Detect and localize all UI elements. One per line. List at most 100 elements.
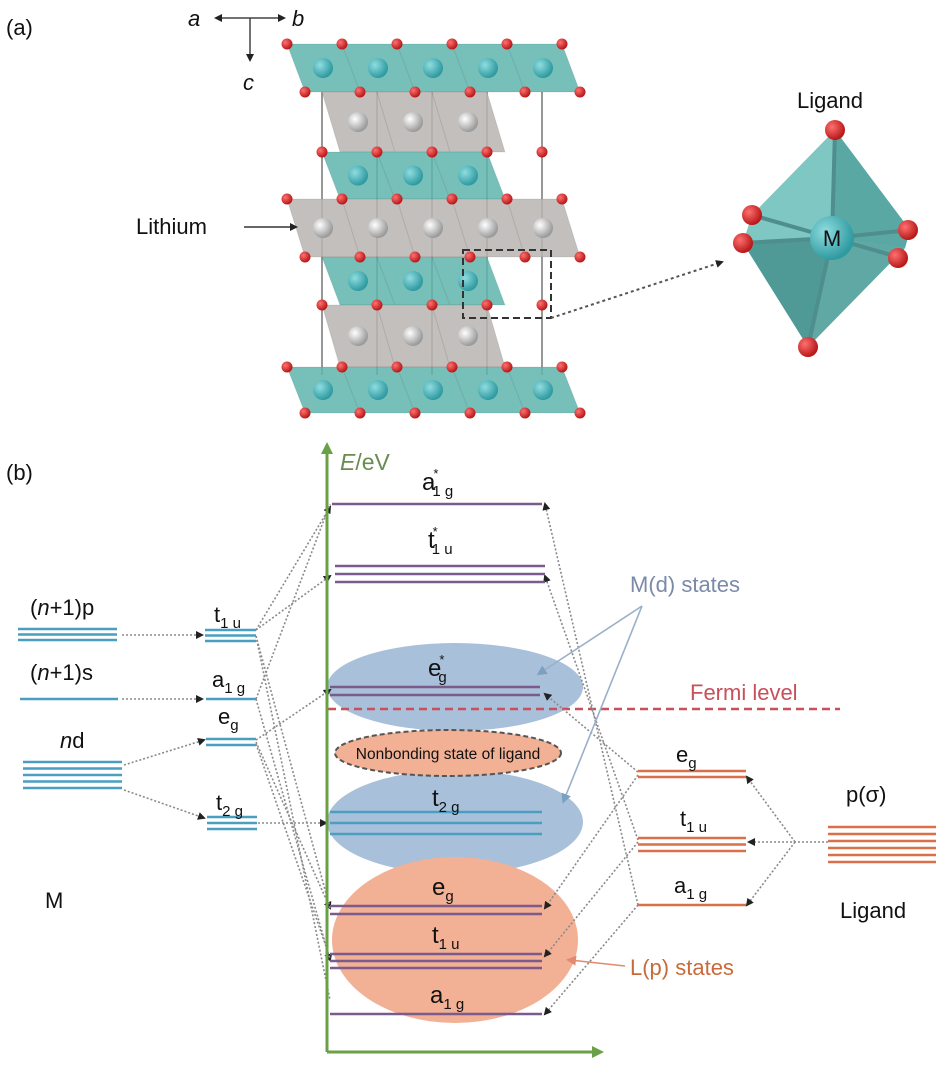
oxygen-atom <box>574 407 586 419</box>
orbital-connectors <box>122 502 828 1016</box>
lithium-atom <box>423 218 443 238</box>
mo-label-a1g-star: a*1 g <box>422 466 453 500</box>
lithium-atom <box>458 112 478 132</box>
octahedron-ligand-label: Ligand <box>797 88 863 113</box>
md-callout-arrow <box>561 605 643 804</box>
metal-label: M <box>45 888 63 913</box>
ligand-a1g-label: a1 g <box>674 873 707 903</box>
metal-a1g-label: a1 g <box>212 667 245 697</box>
oxygen-atom <box>391 361 403 373</box>
orbital-connector <box>255 741 332 910</box>
energy-axis-unit: /eV <box>355 449 390 475</box>
octahedron-face <box>832 130 910 248</box>
mo-label-eg: eg <box>432 874 454 905</box>
metal-t2g-label: t2 g <box>216 790 243 820</box>
oxygen-atom <box>501 361 513 373</box>
oxygen-atom <box>281 193 293 205</box>
oxygen-atom <box>299 86 311 98</box>
transition-metal-atom <box>368 380 388 400</box>
energy-axis-label: E/eV <box>340 449 391 475</box>
energy-axis-symbol: E <box>340 449 356 475</box>
ligand-t1u-label: t1 u <box>680 806 707 836</box>
ligand-atom <box>733 233 753 253</box>
nonbonding-label: Nonbonding state of ligand <box>356 746 540 763</box>
transition-metal-atom <box>423 380 443 400</box>
lithium-atom <box>478 218 498 238</box>
octahedron-face <box>743 238 832 347</box>
oxygen-atom <box>281 361 293 373</box>
oxygen-atom <box>354 407 366 419</box>
transition-metal-atom <box>533 58 553 78</box>
oxygen-atom <box>336 193 348 205</box>
lithium-atom <box>348 326 368 346</box>
orbital-connector <box>543 774 639 910</box>
lithium-atom <box>458 326 478 346</box>
oxygen-atom <box>316 146 328 158</box>
axis-b-label: b <box>292 6 304 31</box>
mo-label-t1u: t1 u <box>432 922 460 953</box>
mo-label-t2g: t2 g <box>432 785 460 816</box>
orbital-connector <box>255 635 331 909</box>
ligand-p-sigma-label: p(σ) <box>846 782 886 807</box>
oxygen-atom <box>501 38 513 50</box>
axis-c-label: c <box>243 70 254 95</box>
lp-states-label: L(p) states <box>630 955 734 980</box>
transition-metal-atom <box>368 58 388 78</box>
orbital-connector <box>255 503 331 700</box>
orbital-connector <box>255 635 331 1001</box>
np1-p-label: (n+1)p <box>30 595 94 620</box>
orbital-connector <box>543 574 639 841</box>
oxygen-atom <box>536 299 548 311</box>
oxygen-atom <box>481 146 493 158</box>
orbital-connector <box>255 743 331 959</box>
panel-b: (b) Nonbonding state of ligand Fermi lev… <box>6 442 936 1058</box>
nd-label: nd <box>60 728 85 753</box>
nonbonding-region <box>334 729 562 777</box>
orbital-connector <box>123 789 206 820</box>
crystal-axes-indicator: a b c <box>188 6 304 95</box>
oxygen-atom <box>426 299 438 311</box>
oxygen-atom <box>519 86 531 98</box>
md-callout-arrow <box>536 605 643 676</box>
panel-b-label: (b) <box>6 460 33 485</box>
lithium-atom <box>533 218 553 238</box>
oxygen-atom <box>464 86 476 98</box>
transition-metal-atom <box>403 165 423 186</box>
ligand-atom <box>742 205 762 225</box>
lithium-atom <box>403 326 423 346</box>
metal-eg-label: eg <box>218 704 239 734</box>
ligand-eg-label: eg <box>676 742 697 772</box>
oxygen-atom <box>574 251 586 263</box>
ligand-atom <box>798 337 818 357</box>
oxygen-atom <box>556 193 568 205</box>
orbital-connector <box>745 841 796 907</box>
lp-callout-arrow <box>566 955 626 967</box>
mo-label-a1g: a1 g <box>430 982 464 1013</box>
lithium-atom <box>368 218 388 238</box>
oxygen-atom <box>409 251 421 263</box>
axis-a-label: a <box>188 6 200 31</box>
oxygen-atom <box>446 361 458 373</box>
md-states-label: M(d) states <box>630 572 740 597</box>
oxygen-atom <box>371 146 383 158</box>
orbital-connector <box>542 502 639 906</box>
metal-t1u-label: t1 u <box>214 602 241 632</box>
octahedron: M Ligand <box>733 88 918 357</box>
oxygen-atom <box>299 407 311 419</box>
panel-a: (a) a b c Lithium <box>6 6 918 419</box>
lp-region-bonding <box>332 857 578 1023</box>
mo-label-t1u-star: t*1 u <box>428 524 453 558</box>
oxygen-atom <box>299 251 311 263</box>
layered-crystal-structure <box>281 38 586 419</box>
ligand-orbitals: eg t1 u a1 g p(σ) Ligand <box>674 742 906 923</box>
lithium-atom <box>403 112 423 132</box>
oxygen-atom <box>556 38 568 50</box>
oxygen-atom <box>391 38 403 50</box>
transition-metal-atom <box>478 380 498 400</box>
orbital-connector <box>543 841 639 958</box>
transition-metal-atom <box>478 58 498 78</box>
oxygen-atom <box>371 299 383 311</box>
transition-metal-atom <box>458 165 478 186</box>
orbital-connector <box>123 737 206 766</box>
